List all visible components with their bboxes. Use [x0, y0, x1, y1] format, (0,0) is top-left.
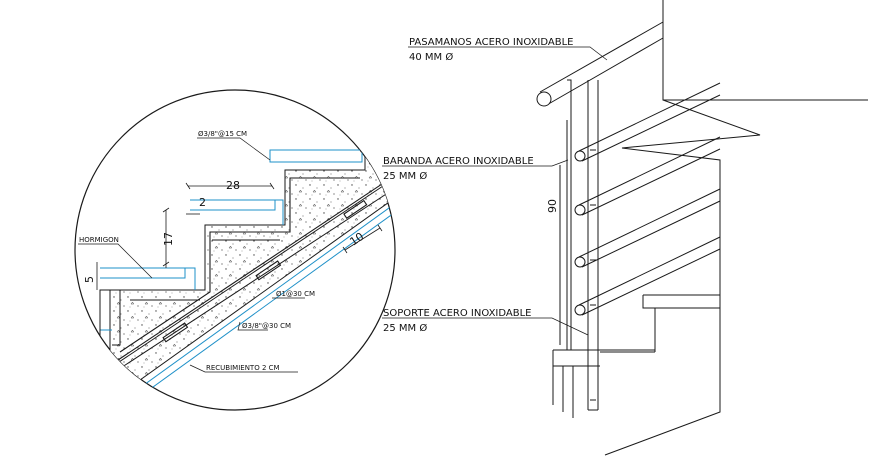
detail-circle: [74, 89, 396, 411]
elevation-leaders: [382, 46, 608, 336]
label-soporte: SOPORTE ACERO INOXIDABLE: [383, 308, 532, 319]
dim-top: 2: [199, 196, 206, 209]
dim-riser: 17: [162, 232, 175, 246]
label-baranda-size: 25 MM Ø: [383, 170, 427, 182]
concrete-body: [109, 119, 395, 381]
label-handrail: PASAMANOS ACERO INOXIDABLE: [409, 37, 574, 48]
rebar: [117, 177, 386, 361]
label-soporte-size: 25 MM Ø: [383, 322, 427, 334]
slab-lines: [99, 177, 395, 376]
dim-tread: 28: [226, 179, 240, 192]
label-mid-rebar: Ø1@30 CM: [276, 290, 315, 298]
baranda-bars: [574, 82, 721, 316]
railing-elevation: [536, 0, 868, 456]
detail-leaders: [78, 137, 305, 373]
dimensions: [96, 182, 383, 290]
wall-outline: [604, 0, 868, 456]
height-dim: 90: [546, 199, 559, 213]
support-post: [566, 79, 599, 411]
label-top-rebar: Ø3/8"@15 CM: [198, 130, 247, 138]
dim-slab: 10: [347, 230, 366, 249]
label-baranda: BARANDA ACERO INOXIDABLE: [383, 156, 534, 167]
handrail: [539, 21, 664, 107]
base-plate: [552, 349, 655, 418]
lower-step: [642, 294, 720, 352]
section-detail: 28 2 17 10 5 HORMIGON Ø3/8"@15 CM Ø1@30 …: [74, 89, 396, 411]
label-cover: RECUBIMIENTO 2 CM: [206, 364, 280, 372]
finish-layers: [100, 149, 395, 401]
label-handrail-size: 40 MM Ø: [409, 51, 453, 63]
label-low-rebar: Ø3/8"@30 CM: [242, 322, 291, 330]
dim-left: 5: [83, 276, 96, 283]
label-hormigon: HORMIGON: [79, 236, 119, 244]
